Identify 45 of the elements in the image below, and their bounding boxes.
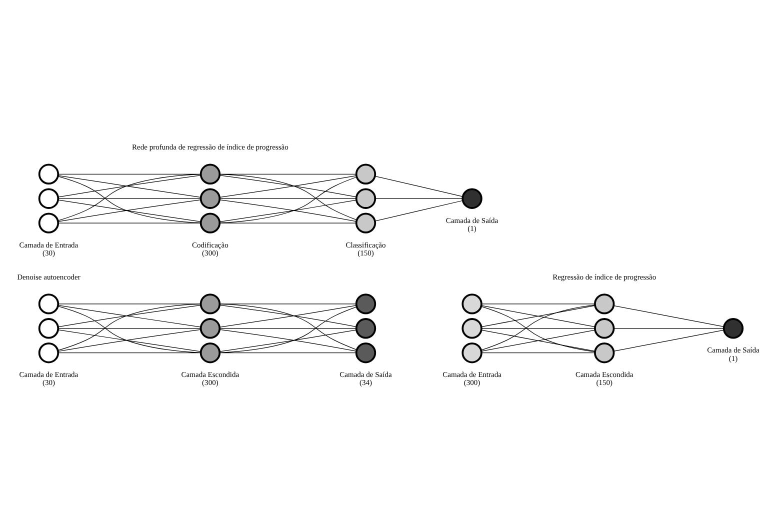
node-circle: [38, 318, 60, 339]
connector: [481, 330, 596, 352]
connector: [58, 329, 202, 352]
node-circle: [722, 318, 744, 339]
connector: [58, 328, 202, 329]
node-circle: [38, 212, 60, 234]
node-circle: [594, 342, 615, 364]
connector: [614, 328, 724, 329]
connector: [219, 222, 357, 224]
node-circle: [200, 318, 221, 339]
node-circle: [594, 294, 615, 314]
connector: [58, 352, 202, 354]
connector: [58, 198, 202, 199]
node-circle: [462, 188, 482, 209]
node-circle: [462, 342, 482, 364]
node-circle: [38, 342, 60, 364]
node-circle: [200, 212, 221, 234]
connector: [374, 176, 463, 197]
node-circle: [200, 342, 221, 364]
connector: [219, 352, 357, 354]
node-circle: [355, 188, 376, 209]
node-circle: [38, 294, 60, 314]
connector: [481, 305, 596, 328]
connector: [481, 352, 596, 354]
node-circle: [355, 212, 376, 234]
node-circle: [594, 318, 615, 339]
node-circle: [355, 294, 376, 314]
node-circle: [355, 318, 376, 339]
node-circle: [38, 164, 60, 184]
connector: [613, 330, 724, 352]
connector: [219, 328, 357, 329]
connector: [375, 198, 463, 199]
connector: [613, 305, 724, 328]
node-circle: [462, 318, 482, 339]
connector: [374, 200, 463, 222]
node-circle: [200, 188, 221, 209]
connector: [481, 328, 596, 329]
node-circle: [200, 164, 221, 184]
node-circle: [355, 342, 376, 364]
node-circle: [38, 188, 60, 209]
node-circle: [200, 294, 221, 314]
node-circle: [355, 164, 376, 184]
connector: [219, 198, 357, 199]
node-circle: [462, 294, 482, 314]
connector: [58, 222, 202, 224]
